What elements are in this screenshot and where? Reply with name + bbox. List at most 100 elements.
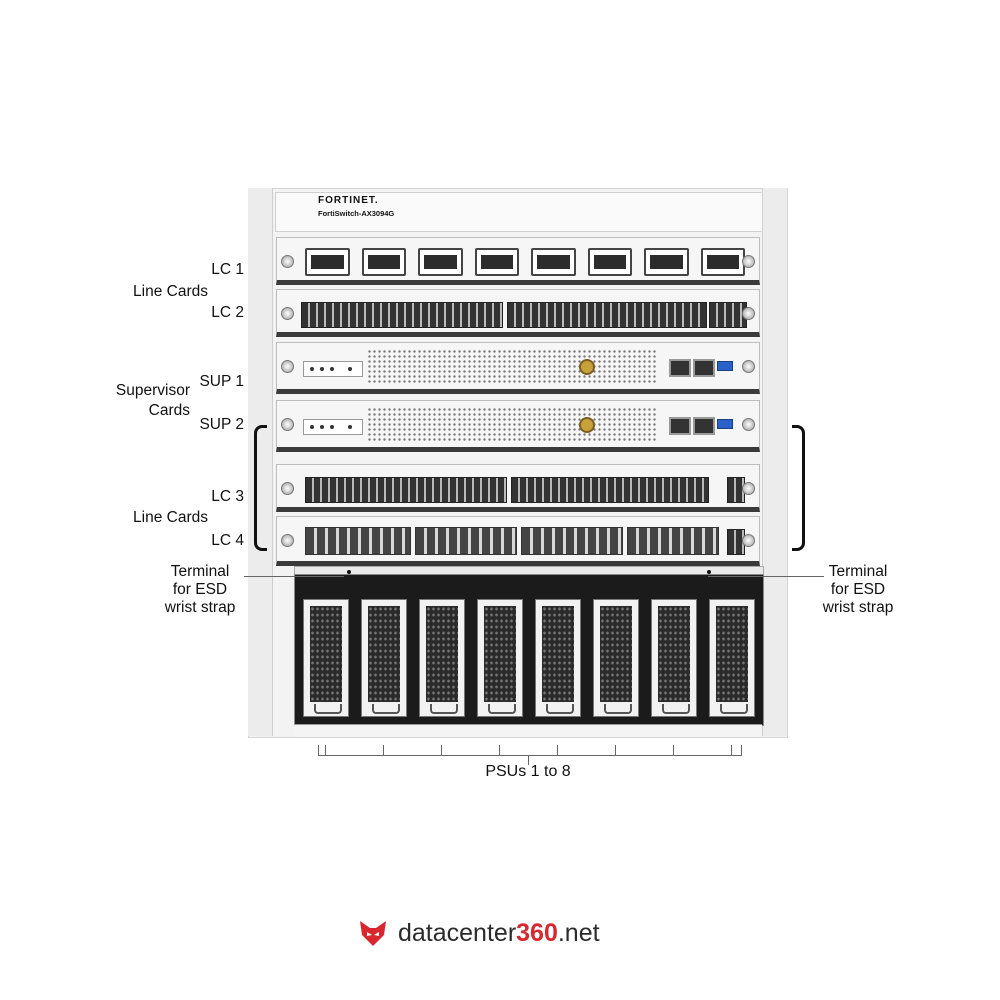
screw-icon [742, 255, 755, 268]
rj45-port [669, 359, 691, 377]
led-icon [320, 425, 324, 429]
psu-vent [658, 606, 690, 702]
usb-port [717, 419, 733, 429]
qsfp-port [644, 248, 689, 276]
chassis-handle-right [792, 425, 805, 551]
vent-grille [367, 349, 657, 383]
label-lc3: LC 3 [211, 488, 244, 505]
line-card-3 [276, 464, 760, 512]
coax-connector-icon [579, 359, 595, 375]
supervisor-card-2 [276, 400, 760, 452]
psu-handle-icon [604, 704, 632, 714]
screw-icon [742, 360, 755, 373]
label-supervisor: Supervisor [115, 382, 190, 399]
psu-module [593, 599, 639, 717]
psu-bracket-tick [673, 745, 674, 755]
psu-vent [426, 606, 458, 702]
label-line-cards-bottom: Line Cards [133, 509, 208, 526]
footer-brand-part2: 360 [516, 919, 558, 947]
psu-module [361, 599, 407, 717]
label-esd-left-line1: Terminal [170, 563, 230, 580]
screw-icon [281, 482, 294, 495]
screw-icon [281, 255, 294, 268]
chassis-brand: FORTINET. [318, 195, 379, 206]
label-esd-left-line3: wrist strap [164, 599, 236, 616]
psu-module [303, 599, 349, 717]
psu-label-strip [294, 724, 762, 737]
psu-module [419, 599, 465, 717]
led-icon [348, 425, 352, 429]
qsfp-port [305, 248, 350, 276]
label-lc1: LC 1 [211, 261, 244, 278]
psu-module [535, 599, 581, 717]
psu-bay [294, 574, 764, 726]
label-line-cards-top: Line Cards [133, 283, 208, 300]
psu-vent [484, 606, 516, 702]
rj45-port-bank [305, 527, 411, 555]
sfp-port-bank [301, 302, 503, 328]
psu-vent [716, 606, 748, 702]
led-icon [330, 367, 334, 371]
label-psus: PSUs 1 to 8 [485, 763, 571, 780]
psu-bracket-stem [528, 755, 529, 765]
sfp-port-bank [511, 477, 709, 503]
esd-terminal-left-icon [347, 570, 351, 574]
psu-bracket-tick [731, 745, 732, 755]
qsfp-port [587, 248, 632, 276]
rj45-port-bank [415, 527, 517, 555]
rj45-port-bank [521, 527, 623, 555]
esd-terminal-right-icon [707, 570, 711, 574]
qsfp-port [418, 248, 463, 276]
label-esd-right-line2: for ESD [830, 581, 886, 598]
rack-rail-right [762, 188, 787, 736]
screw-icon [281, 418, 294, 431]
psu-bracket-tick [383, 745, 384, 755]
psu-vent [600, 606, 632, 702]
qsfp-port [361, 248, 406, 276]
psu-module [651, 599, 697, 717]
led-icon [310, 425, 314, 429]
fox-logo-icon [360, 921, 386, 946]
qsfp-port [474, 248, 519, 276]
psu-handle-icon [430, 704, 458, 714]
psu-bracket-tick [441, 745, 442, 755]
rack-rail-left [248, 188, 273, 736]
esd-right-leader-line [708, 576, 824, 577]
label-lc2: LC 2 [211, 304, 244, 321]
footer-brand: datacenter360.net [398, 918, 600, 948]
supervisor-card-1 [276, 342, 760, 394]
psu-handle-icon [662, 704, 690, 714]
led-icon [330, 425, 334, 429]
psu-vent [368, 606, 400, 702]
esd-left-leader-line [244, 576, 344, 577]
label-esd-left-line2: for ESD [172, 581, 228, 598]
sfp-port-bank [305, 477, 507, 503]
psu-vent [310, 606, 342, 702]
label-cards: Cards [148, 402, 190, 419]
rj45-port [669, 417, 691, 435]
screw-icon [742, 307, 755, 320]
rj45-port [693, 359, 715, 377]
label-esd-right-line1: Terminal [828, 563, 888, 580]
psu-vent [542, 606, 574, 702]
led-icon [310, 367, 314, 371]
psu-handle-icon [488, 704, 516, 714]
psu-handle-icon [314, 704, 342, 714]
qsfp-port [700, 248, 745, 276]
rj45-port [693, 417, 715, 435]
label-sup2: SUP 2 [199, 416, 244, 433]
screw-icon [281, 534, 294, 547]
psu-module [477, 599, 523, 717]
line-card-1 [276, 237, 760, 285]
rj45-port-bank [627, 527, 719, 555]
psu-bracket-tick [499, 745, 500, 755]
label-esd-right-line3: wrist strap [822, 599, 894, 616]
psu-bracket [318, 745, 742, 756]
psu-handle-icon [546, 704, 574, 714]
psu-bracket-tick [325, 745, 326, 755]
label-lc4: LC 4 [211, 532, 244, 549]
screw-icon [742, 482, 755, 495]
footer-brand-part1: datacenter [398, 919, 517, 947]
qsfp-port [531, 248, 576, 276]
status-led-panel [303, 419, 363, 435]
